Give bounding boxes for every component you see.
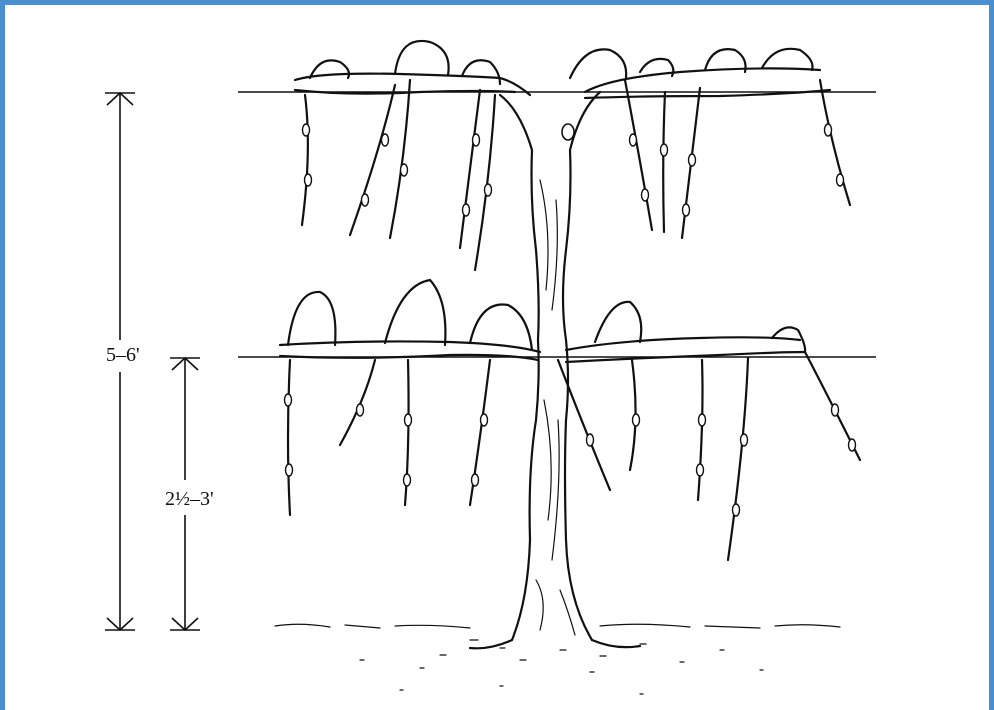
vine-trunk	[468, 90, 642, 650]
lower-wire-dimension-arrow	[170, 356, 200, 632]
upper-cordon-arms	[293, 39, 832, 100]
total-height-dimension-arrow	[105, 91, 135, 632]
lower-wire-height-label: 2½–3'	[162, 488, 217, 510]
ground	[274, 623, 841, 695]
lower-hanging-canes	[286, 350, 862, 562]
total-height-label: 5–6'	[103, 344, 143, 366]
lower-cordon-arms	[278, 278, 807, 364]
cane-buds	[283, 123, 857, 517]
upper-hanging-canes	[300, 78, 852, 272]
